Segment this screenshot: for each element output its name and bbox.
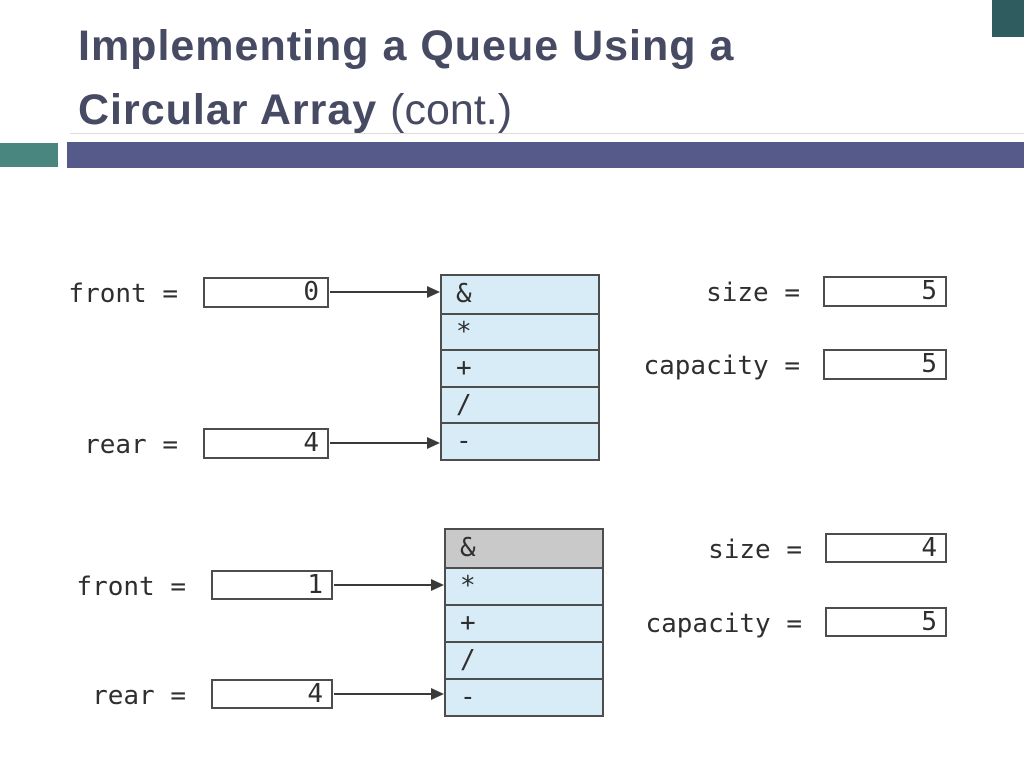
slide-title: Implementing a Queue Using a Circular Ar… [78,14,978,142]
front-pointer-arrow [330,286,440,298]
rear-value-box: 4 [203,428,329,459]
array-cell: + [442,349,598,386]
rear-pointer-arrow [334,688,444,700]
front-label: front = [76,572,186,602]
rear-pointer-arrow [330,437,440,449]
capacity-label: capacity = [643,351,800,381]
array-cell: * [442,312,598,350]
front-label: front = [68,279,178,309]
capacity-label: capacity = [645,609,802,639]
capacity-value-box: 5 [823,349,947,380]
array-cell: / [442,385,598,423]
capacity-value-box: 5 [825,607,947,637]
front-value-box: 1 [211,570,333,600]
array-cell-removed: & [446,530,602,567]
size-label: size = [708,535,802,565]
rear-label: rear = [92,681,186,711]
circular-array-1: & * + / - [440,274,600,461]
front-value-box: 0 [203,277,329,308]
title-line1: Implementing a Queue Using a [78,22,735,70]
array-cell: - [446,678,602,715]
array-cell: & [442,276,598,313]
array-cell: + [446,604,602,641]
front-pointer-arrow [334,579,444,591]
array-cell: * [446,567,602,604]
rear-label: rear = [84,430,178,460]
corner-accent-tab [992,0,1024,37]
accent-bar-purple [67,142,1024,168]
accent-bar-teal [0,143,58,167]
size-value-box: 4 [825,533,947,563]
title-underline-rule [70,133,1024,134]
title-line2-suffix: (cont.) [390,86,513,134]
array-cell: - [442,422,598,459]
circular-array-2: & * + / - [444,528,604,717]
size-value-box: 5 [823,276,947,307]
size-label: size = [706,278,800,308]
title-line2-bold: Circular Array [78,86,391,134]
array-cell: / [446,641,602,678]
rear-value-box: 4 [211,679,333,709]
